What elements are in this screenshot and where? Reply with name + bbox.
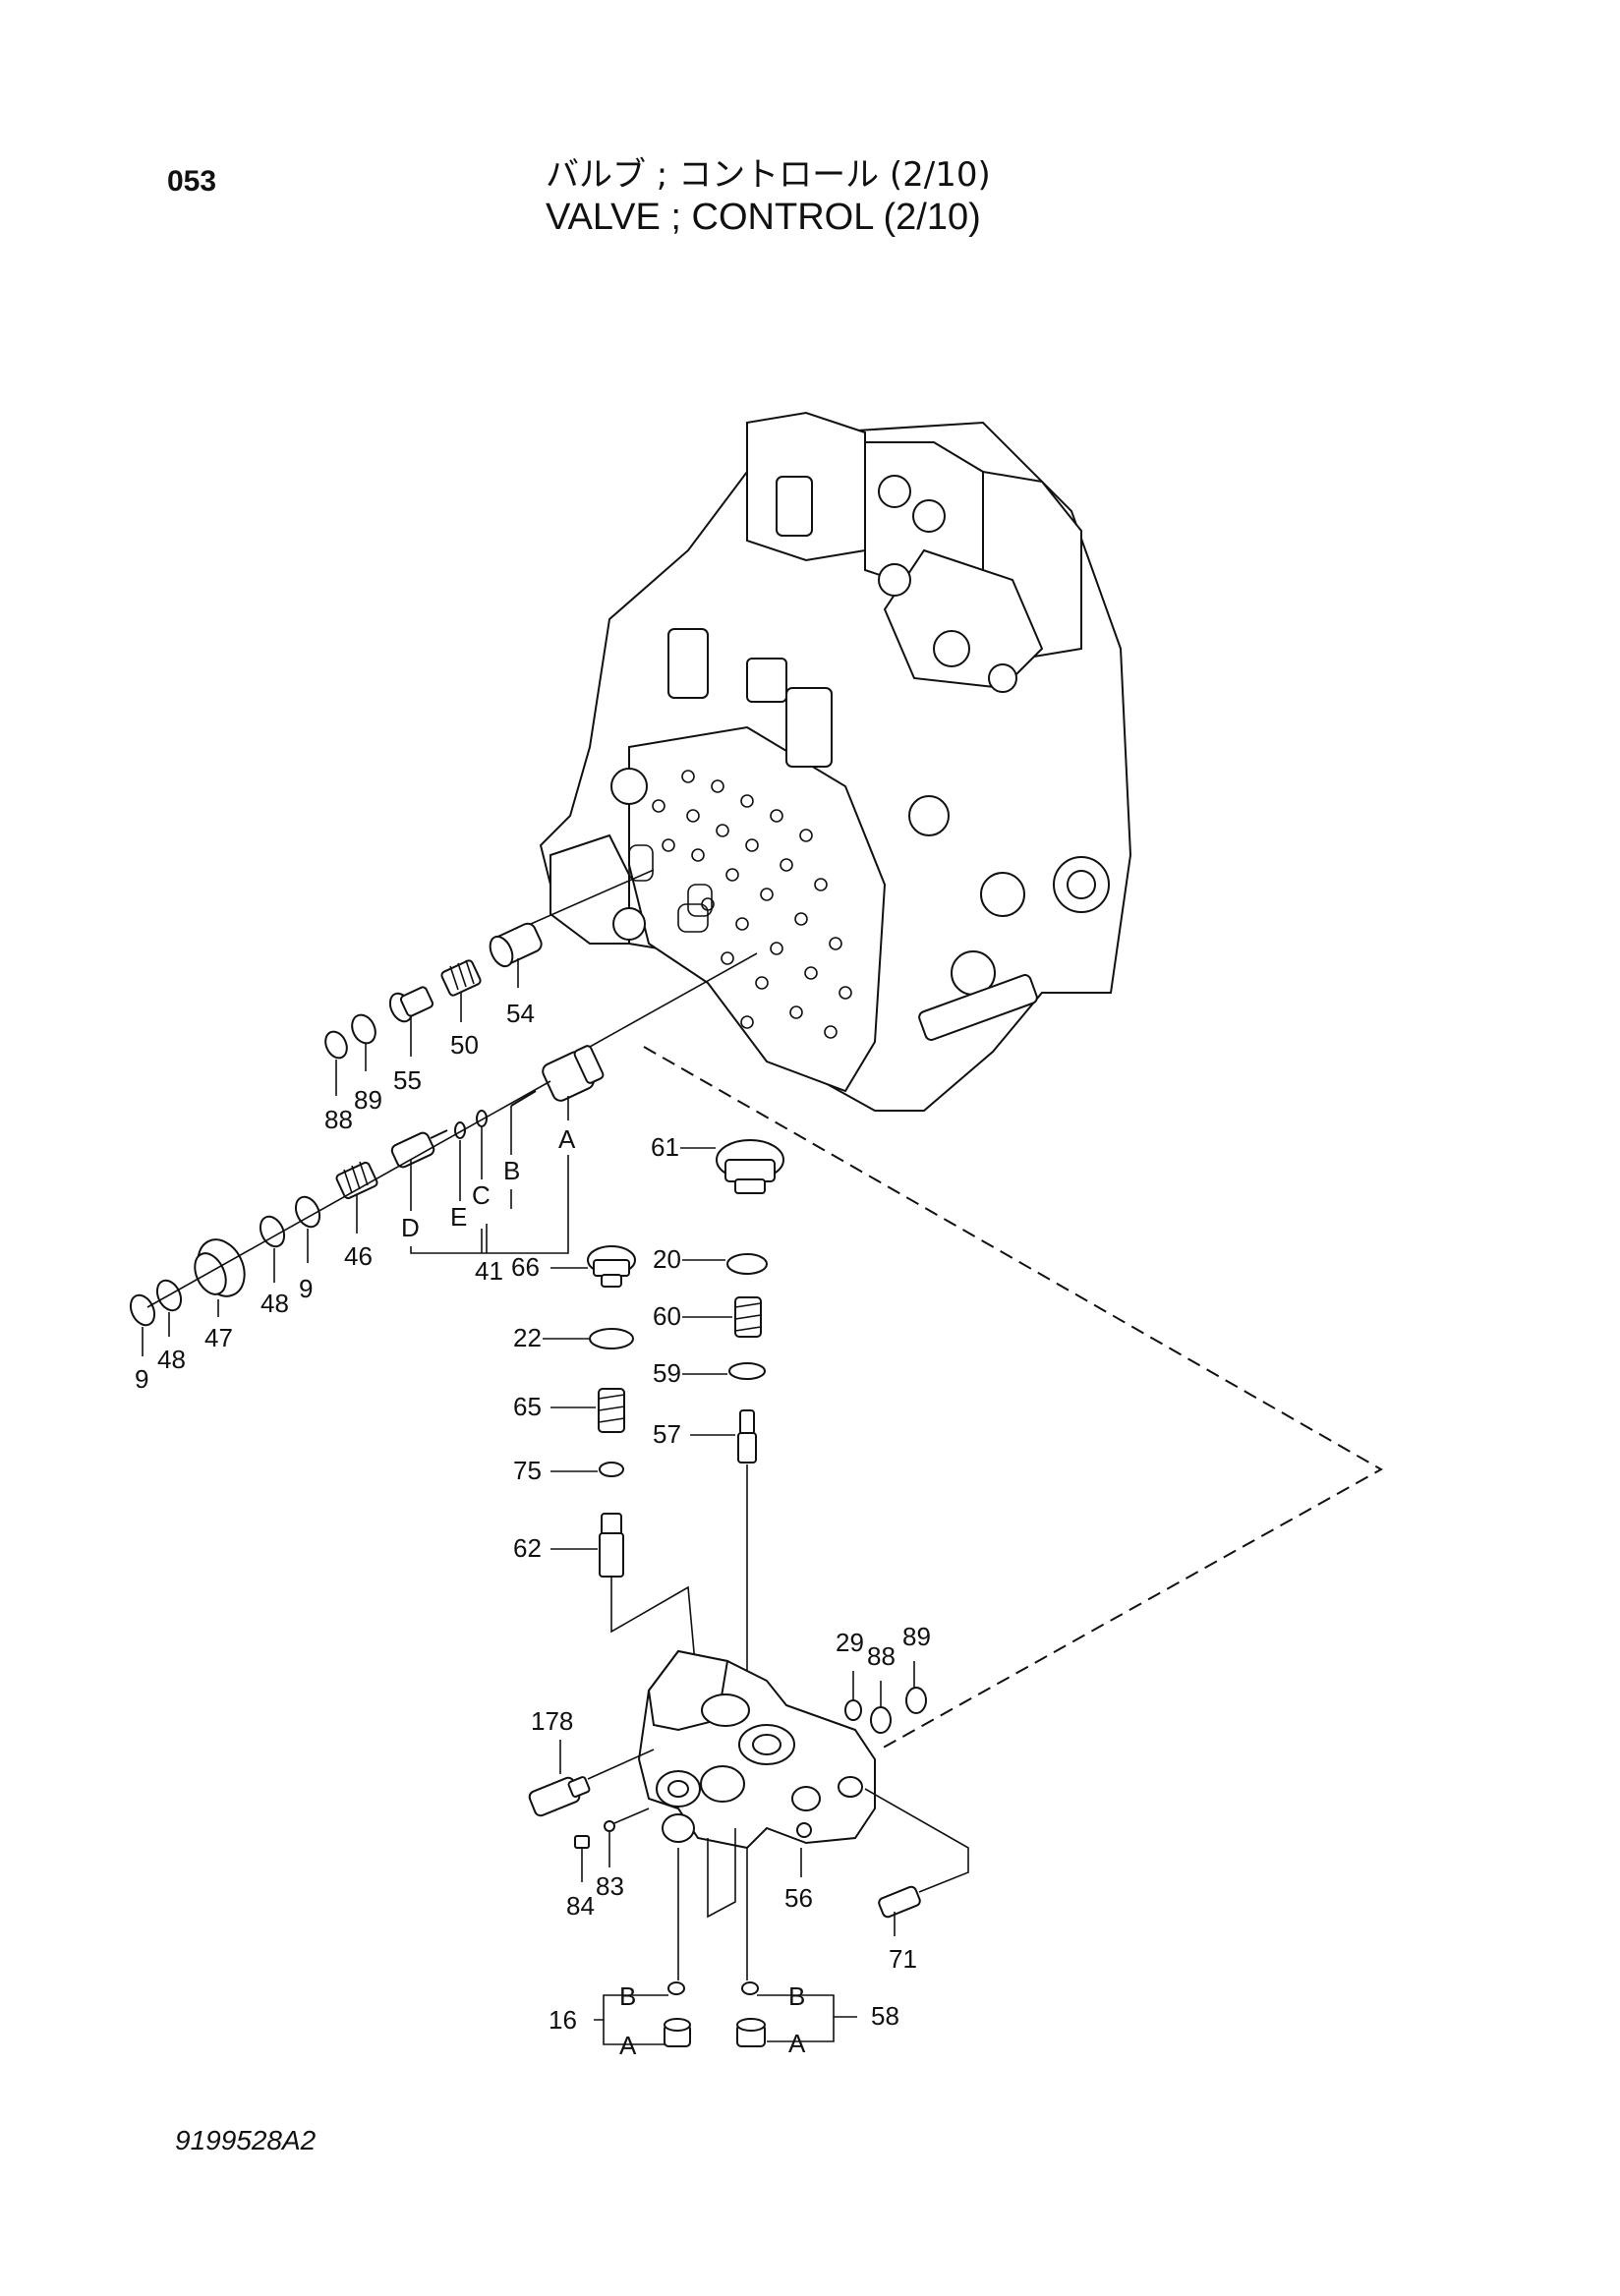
part-88-89-orings-upper bbox=[324, 1013, 376, 1060]
part-61-plug bbox=[716, 1139, 784, 1194]
callout-labels: 54 50 55 88 89 A B C E D 41 46 9 48 47 4… bbox=[135, 999, 931, 2060]
part-41-spool-assembly bbox=[390, 1045, 605, 1169]
callout-60: 60 bbox=[653, 1301, 681, 1331]
callout-16: 16 bbox=[549, 2005, 577, 2035]
part-62-spool bbox=[599, 1513, 624, 1578]
part-55-poppet bbox=[388, 986, 434, 1023]
callout-41: 41 bbox=[475, 1256, 503, 1286]
callout-48-lower: 48 bbox=[157, 1345, 186, 1374]
callout-48: 48 bbox=[260, 1289, 289, 1318]
part-75-washer bbox=[599, 1462, 624, 1477]
assembly-path-dashed bbox=[643, 1046, 1384, 1751]
callout-22: 22 bbox=[513, 1323, 542, 1352]
callout-47: 47 bbox=[204, 1323, 233, 1352]
part-20-oring bbox=[726, 1253, 768, 1275]
callout-16-B: B bbox=[619, 1981, 636, 2011]
callout-58: 58 bbox=[871, 2001, 899, 2031]
callout-B: B bbox=[503, 1156, 520, 1185]
part-50-spring bbox=[440, 959, 482, 997]
part-65-spring bbox=[598, 1388, 625, 1433]
control-valve-body bbox=[539, 411, 1132, 1112]
title-japanese: バルブ ; コントロール (2/10) bbox=[546, 155, 991, 195]
callout-83: 83 bbox=[596, 1871, 624, 1901]
part-60-spring bbox=[734, 1296, 762, 1338]
callout-50: 50 bbox=[450, 1030, 479, 1060]
part-29-88-89-seals bbox=[844, 1687, 927, 1734]
callout-16-A: A bbox=[619, 2031, 637, 2060]
callout-66: 66 bbox=[511, 1252, 540, 1282]
part-66-plug bbox=[587, 1245, 636, 1288]
part-22-oring bbox=[589, 1328, 634, 1349]
callout-65: 65 bbox=[513, 1392, 542, 1421]
part-16-plug-set bbox=[664, 1981, 691, 2047]
callout-E: E bbox=[450, 1202, 467, 1232]
callout-75: 75 bbox=[513, 1456, 542, 1485]
callout-62: 62 bbox=[513, 1533, 542, 1563]
face-plate-holes bbox=[628, 770, 852, 1039]
callout-A: A bbox=[558, 1124, 576, 1154]
callout-D: D bbox=[401, 1213, 420, 1242]
callout-58-A: A bbox=[788, 2029, 806, 2058]
callout-20: 20 bbox=[653, 1244, 681, 1274]
title-english: VALVE ; CONTROL (2/10) bbox=[546, 197, 981, 238]
callout-88-right: 88 bbox=[867, 1641, 896, 1671]
part-57-spool bbox=[737, 1409, 757, 1464]
callout-55: 55 bbox=[393, 1065, 422, 1095]
callout-89-right: 89 bbox=[902, 1622, 931, 1651]
callout-89: 89 bbox=[354, 1085, 382, 1115]
callout-71: 71 bbox=[889, 1944, 917, 1974]
callout-178: 178 bbox=[531, 1706, 573, 1736]
callout-29: 29 bbox=[836, 1628, 864, 1657]
callout-46: 46 bbox=[344, 1241, 373, 1271]
part-46-spring bbox=[335, 1161, 378, 1200]
part-59-washer bbox=[728, 1362, 766, 1380]
callout-54: 54 bbox=[506, 999, 535, 1028]
callout-9: 9 bbox=[299, 1274, 313, 1303]
callout-88: 88 bbox=[324, 1105, 353, 1134]
callout-57: 57 bbox=[653, 1419, 681, 1449]
part-71-bolt bbox=[878, 1885, 921, 1919]
callout-58-B: B bbox=[788, 1981, 805, 2011]
part-54-plug bbox=[489, 922, 543, 968]
callout-C: C bbox=[472, 1180, 491, 1210]
part-47-cap bbox=[194, 1238, 246, 1297]
part-58-plug-set bbox=[736, 1981, 766, 2047]
part-56-valve-block bbox=[637, 1649, 876, 1850]
callout-84: 84 bbox=[566, 1891, 595, 1921]
page-number: 053 bbox=[167, 165, 217, 198]
drawing-code: 9199528A2 bbox=[175, 2125, 317, 2155]
part-178-bolt bbox=[528, 1776, 591, 1817]
callout-59: 59 bbox=[653, 1358, 681, 1388]
callout-61: 61 bbox=[651, 1132, 679, 1162]
callout-56: 56 bbox=[784, 1883, 813, 1913]
part-9-48-orings-mid bbox=[259, 1195, 321, 1248]
part-84-83-plugs bbox=[574, 1820, 615, 1849]
callout-9-lower: 9 bbox=[135, 1364, 148, 1394]
